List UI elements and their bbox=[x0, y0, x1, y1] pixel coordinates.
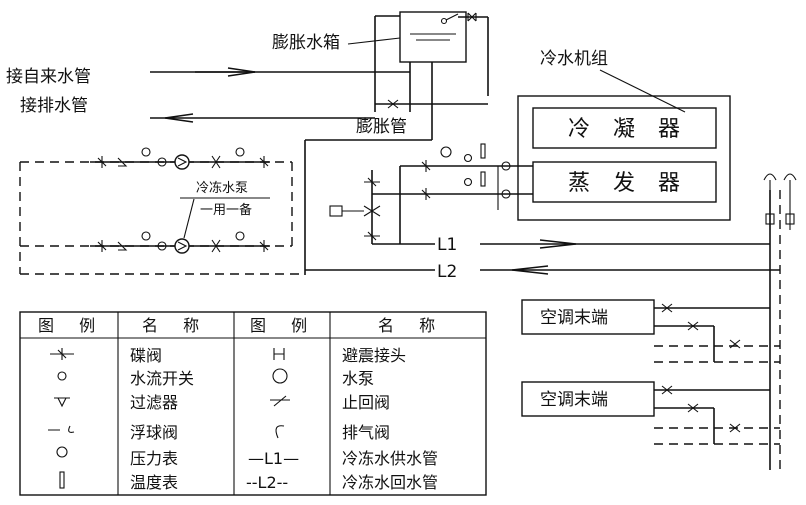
thermometer-icon bbox=[480, 171, 486, 187]
legend-name-strainer: 过滤器 bbox=[130, 393, 178, 412]
svg-text:空调末端: 空调末端 bbox=[540, 390, 608, 410]
butterfly-valve-icon bbox=[97, 156, 107, 168]
chilled-pump-label: 冷冻水泵 bbox=[196, 180, 248, 196]
legend-header-symbol-1: 图 例 bbox=[38, 316, 105, 335]
expansion-tank-label: 膨胀水箱 bbox=[272, 33, 340, 53]
strainer-icon bbox=[117, 157, 128, 167]
pump-icon bbox=[272, 368, 288, 384]
pump-station bbox=[19, 147, 305, 275]
pressure-gauge-icon bbox=[141, 147, 151, 157]
valve-icon bbox=[661, 303, 673, 313]
valve-icon bbox=[729, 339, 741, 349]
legend-name-check-valve: 止回阀 bbox=[342, 393, 390, 412]
valve-icon bbox=[364, 177, 380, 187]
check-valve-icon bbox=[211, 155, 221, 169]
legend-name-butterfly-valve: 碟阀 bbox=[130, 346, 162, 365]
drain-pipe-label: 接排水管 bbox=[20, 96, 88, 116]
condenser-label: 冷 凝 器 bbox=[568, 117, 688, 142]
legend-name-return-pipe: 冷冻水回水管 bbox=[342, 473, 438, 492]
arrow-right-icon bbox=[539, 239, 577, 249]
ac-terminal-2: 空调末端 bbox=[521, 381, 780, 445]
pressure-gauge-icon bbox=[141, 231, 151, 241]
ac-terminal-1: 空调末端 bbox=[521, 299, 780, 363]
butterfly-valve-icon bbox=[50, 348, 74, 360]
valve-icon bbox=[661, 385, 673, 395]
expansion-pipe-label: 膨胀管 bbox=[356, 117, 407, 137]
legend-symbol-return: --L2-- bbox=[246, 473, 288, 492]
pressure-gauge-icon bbox=[463, 153, 473, 163]
city-water-inlet-label: 接自来水管 bbox=[6, 67, 91, 87]
pressure-gauge-icon bbox=[463, 177, 473, 187]
butterfly-valve-icon bbox=[259, 156, 269, 168]
air-vent-icon bbox=[783, 173, 797, 181]
check-valve-icon bbox=[270, 395, 290, 407]
legend-symbol-supply: —L1— bbox=[248, 449, 299, 468]
legend-name-air-vent: 排气阀 bbox=[342, 423, 390, 442]
valve-icon bbox=[364, 231, 380, 241]
chiller-unit: 冷 凝 器 蒸 发 器 bbox=[517, 95, 731, 221]
pressure-gauge-icon bbox=[235, 231, 245, 241]
flow-switch-icon bbox=[57, 371, 67, 381]
legend-name-thermometer: 温度表 bbox=[130, 473, 178, 492]
vibration-joint-icon bbox=[157, 157, 167, 167]
svg-text:空调末端: 空调末端 bbox=[540, 308, 608, 328]
expansion-tank bbox=[399, 11, 489, 96]
legend-name-vibration-joint: 避震接头 bbox=[342, 346, 406, 365]
butterfly-valve-icon bbox=[421, 188, 431, 200]
thermometer-icon bbox=[59, 471, 65, 489]
legend-name-flow-switch: 水流开关 bbox=[130, 369, 194, 388]
return-line-label: L2 bbox=[437, 262, 457, 282]
legend-name-pressure-gauge: 压力表 bbox=[130, 449, 178, 468]
legend-table bbox=[19, 311, 487, 496]
valve-icon bbox=[467, 12, 477, 22]
arrow-right-icon bbox=[227, 67, 256, 77]
duty-standby-label: 一用一备 bbox=[200, 202, 252, 218]
butterfly-valve-icon bbox=[421, 160, 431, 172]
legend-name-supply-pipe: 冷冻水供水管 bbox=[342, 449, 438, 468]
evaporator-label: 蒸 发 器 bbox=[568, 171, 688, 196]
vibration-joint-icon bbox=[273, 348, 285, 360]
air-vent-icon bbox=[275, 425, 285, 439]
actuator-icon bbox=[329, 205, 343, 217]
vibration-joint-icon bbox=[157, 241, 167, 251]
valve-icon bbox=[687, 321, 699, 331]
float-valve-icon bbox=[440, 17, 448, 25]
valve-icon bbox=[387, 99, 399, 109]
thermometer-icon bbox=[480, 143, 486, 159]
air-vent-icon bbox=[763, 173, 777, 181]
legend-header-symbol-2: 图 例 bbox=[250, 316, 317, 335]
chiller-unit-label: 冷水机组 bbox=[540, 49, 608, 69]
arrow-left-icon bbox=[164, 113, 194, 123]
legend-header-name-2: 名 称 bbox=[378, 316, 445, 335]
legend-header-name-1: 名 称 bbox=[142, 316, 209, 335]
strainer-icon bbox=[117, 241, 128, 251]
legend-name-pump: 水泵 bbox=[342, 369, 374, 388]
pressure-gauge-icon bbox=[56, 446, 68, 458]
check-valve-icon bbox=[211, 239, 221, 253]
arrow-left-icon bbox=[511, 265, 549, 275]
valve-icon bbox=[687, 403, 699, 413]
flow-switch-icon bbox=[440, 146, 452, 158]
strainer-icon bbox=[54, 397, 70, 408]
butterfly-valve-icon bbox=[97, 240, 107, 252]
butterfly-valve-icon bbox=[259, 240, 269, 252]
legend-name-float-valve: 浮球阀 bbox=[130, 423, 178, 442]
pressure-gauge-icon bbox=[235, 147, 245, 157]
supply-line-label: L1 bbox=[437, 235, 457, 255]
float-valve-icon bbox=[48, 425, 75, 433]
valve-icon bbox=[363, 205, 381, 217]
